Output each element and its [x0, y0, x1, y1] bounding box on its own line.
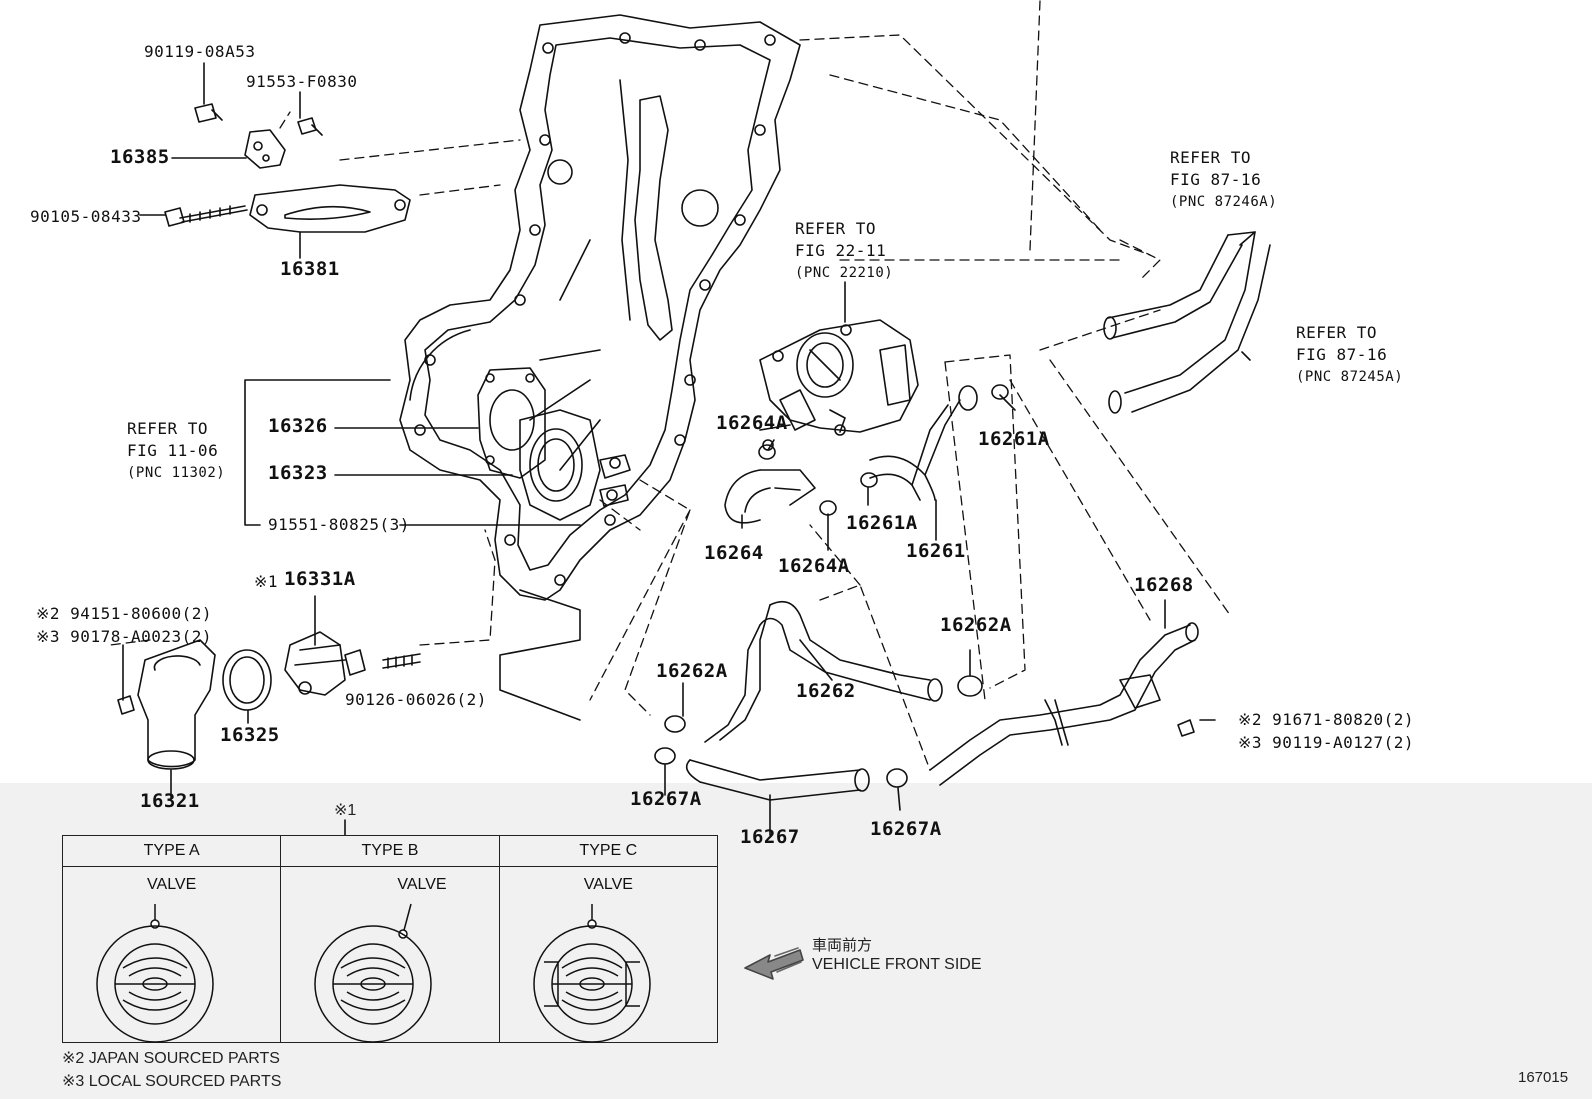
label-16262: 16262	[796, 680, 856, 702]
label-16264A-top: 16264A	[716, 412, 788, 434]
label-16264A-bottom: 16264A	[778, 555, 850, 577]
figure-id: 167015	[1518, 1069, 1569, 1086]
label-16267: 16267	[740, 826, 800, 848]
type-b-valve-label: VALVE	[397, 876, 447, 893]
label-90119-08A53: 90119-08A53	[144, 42, 256, 61]
vehicle-front-japanese: 車両前方	[812, 937, 873, 954]
label-16261A-right: 16261A	[978, 428, 1050, 450]
type-table-mark: ※1	[334, 802, 357, 819]
label-91671-80820: ※2 91671-80820(2)	[1238, 710, 1415, 729]
thermostat-type-table: TYPE A VALVE TYPE B VALVE	[62, 835, 718, 1043]
reference-fig-22-11: REFER TO FIG 22-11 (PNC 22210)	[795, 219, 894, 281]
hose-clamps	[654, 384, 1009, 788]
type-c-header: TYPE C	[499, 836, 717, 867]
watermark-text: ToyotaPartsMine.ru	[953, 0, 1592, 23]
type-c-column: TYPE C VALVE	[499, 836, 717, 1043]
type-a-column: TYPE A VALVE	[63, 836, 282, 1043]
hoses	[685, 231, 1271, 801]
vehicle-front-arrow	[744, 947, 804, 980]
note-local-sourced: ※3 LOCAL SOURCED PARTS	[62, 1073, 282, 1090]
type-a-valve-label: VALVE	[147, 876, 197, 893]
reference-fig-87-16-a: REFER TO FIG 87-16 (PNC 87246A)	[1170, 148, 1278, 210]
throttle-body	[759, 319, 919, 451]
label-91553-F0830: 91553-F0830	[246, 72, 358, 91]
vehicle-front-label: VEHICLE FRONT SIDE	[812, 956, 982, 973]
label-16326: 16326	[268, 415, 328, 437]
reference-fig-87-16-b: REFER TO FIG 87-16 (PNC 87245A)	[1296, 323, 1404, 385]
type-a-valve-drawing	[96, 904, 214, 1043]
bracket-bolts	[164, 103, 323, 227]
type-b-valve-drawing	[314, 903, 433, 1043]
leader-lines	[122, 62, 1251, 836]
label-16331A: 16331A	[284, 568, 356, 590]
label-90119-A0127: ※3 90119-A0127(2)	[1238, 733, 1415, 752]
label-16264: 16264	[704, 542, 764, 564]
note-japan-sourced: ※2 JAPAN SOURCED PARTS	[62, 1050, 280, 1067]
label-90105-08433: 90105-08433	[30, 207, 142, 226]
reference-fig-11-06: REFER TO FIG 11-06 (PNC 11302)	[127, 419, 226, 481]
label-94151-80600: ※2 94151-80600(2)	[36, 604, 213, 623]
type-c-valve-label: VALVE	[583, 876, 633, 893]
type-b-column: TYPE B VALVE	[281, 836, 500, 1043]
water-outlet-housing	[477, 367, 631, 521]
label-16323: 16323	[268, 462, 328, 484]
label-16385: 16385	[110, 146, 170, 168]
bracket-assembly	[244, 129, 411, 233]
label-16267A-right: 16267A	[870, 818, 942, 840]
label-16267A-left: 16267A	[630, 788, 702, 810]
type-a-header: TYPE A	[63, 836, 281, 867]
thermostat-parts	[117, 631, 421, 770]
watermark: ToyotaPartsMine.ru	[953, 0, 1592, 23]
label-16262A-right: 16262A	[940, 614, 1012, 636]
type-b-header: TYPE B	[281, 836, 499, 867]
label-16331A-mark: ※1	[254, 572, 279, 591]
label-16261A-mid: 16261A	[846, 512, 918, 534]
label-16268: 16268	[1134, 574, 1194, 596]
label-16325: 16325	[220, 724, 280, 746]
label-16262A-left: 16262A	[656, 660, 728, 682]
label-16381: 16381	[280, 258, 340, 280]
engine-timing-cover	[399, 14, 801, 721]
label-16321: 16321	[140, 790, 200, 812]
label-90178-A0023: ※3 90178-A0023(2)	[36, 627, 213, 646]
type-c-valve-drawing	[532, 904, 651, 1043]
label-90126-06026: 90126-06026(2)	[345, 690, 487, 709]
label-16261: 16261	[906, 540, 966, 562]
dashed-reference-lines	[109, 0, 1231, 771]
label-91551-80825: 91551-80825(3)	[268, 515, 410, 534]
